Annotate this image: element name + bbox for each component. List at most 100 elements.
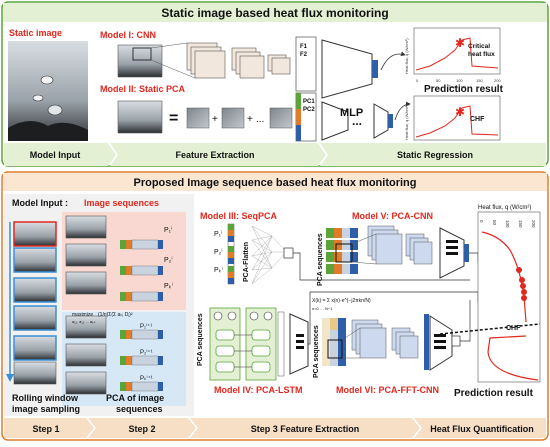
step-2: Step 2 [128, 424, 155, 434]
pca-sequences-label-iv: PCA sequences [197, 313, 204, 366]
pca-bars-i1 [120, 329, 163, 392]
fft-cnn-mlp [424, 314, 461, 371]
rolling-label-2: image sampling [12, 404, 80, 414]
static-image-label: Static image [9, 28, 62, 38]
pca-of-label-2: sequences [116, 404, 163, 414]
mlp-network: ... [321, 39, 393, 141]
top-chart2-ylabel: Heat flux, q (W/cm²) [404, 104, 409, 140]
f2-label: F2 [300, 52, 308, 58]
top-step-model-input: Model Input [30, 150, 81, 160]
top-chart-xtick-2: 100 [456, 78, 463, 83]
p1i-label: P₁ⁱ [164, 226, 172, 234]
top-chart-xtick-0: 0 [416, 78, 419, 83]
heat-flux-axis-label: Heat flux, q (W/cm²) [478, 205, 531, 211]
model6-label: Model VI: PCA-FFT-CNN [336, 385, 439, 395]
mlp-label: MLP [340, 107, 363, 119]
pki-label: Pₖⁱ [164, 282, 173, 290]
rolling-arrow [6, 222, 14, 382]
bottom-step-band: Step 1 Step 2 Step 3 Feature Extraction … [4, 418, 546, 438]
sequence-panel: Proposed Image sequence based heat flux … [1, 171, 549, 441]
pca-cnn-maps [351, 225, 433, 265]
pc2-label: PC2 [303, 107, 315, 113]
top-result-chart-1: ✱ Critical heat flux 0 50 100 150 200 Ti… [404, 27, 501, 89]
hf-tick-0: 0 [479, 220, 484, 223]
top-step-static-regression: Static Regression [397, 150, 473, 160]
bottom-result-chart: Heat flux, q (W/cm²) 0 50 100 150 200 CH… [439, 205, 541, 383]
fft-eq-1: X(k) = Σ x(n)·e^(−j2πkn/N) [312, 298, 371, 304]
bottom-prediction-label: Prediction result [454, 388, 534, 399]
top-chf-label: CHF [470, 116, 485, 123]
pca-of-label-1: PCA of image [106, 393, 164, 403]
pca-bars-i [120, 239, 163, 302]
pca-flatten-label: PCA-Flatten [243, 242, 250, 282]
hf-tick-4: 200 [531, 220, 536, 228]
model3-label: Model III: SeqPCA [200, 211, 278, 221]
pca-sequences-label-v: PCA sequences [317, 233, 324, 286]
model-input-label: Model Input : [12, 198, 68, 208]
model1-label: Model I: CNN [100, 30, 156, 40]
f-vector [295, 36, 317, 92]
cnn-input-image [117, 44, 163, 78]
top-chart-xtick-3: 150 [476, 78, 483, 83]
p2i1-label: P₂ⁱ⁺¹ [140, 348, 153, 356]
pca-cnn-grid [326, 228, 358, 274]
static-image [8, 41, 88, 141]
seqpca-stack [227, 223, 235, 285]
image-sequences-label: Image sequences [84, 198, 159, 208]
pki1-label: Pₖⁱ⁺¹ [140, 374, 153, 382]
mlp-dots: ... [352, 114, 362, 128]
step-1: Step 1 [32, 424, 59, 434]
critical-heat-flux-line1: Critical [468, 43, 490, 50]
p3-label-3: Pₖⁱ [214, 266, 223, 274]
bottom-chf-label: CHF [506, 325, 521, 332]
image-frames [13, 215, 107, 395]
sequence-panel-title: Proposed Image sequence based heat flux … [133, 177, 416, 189]
pc-vector [295, 92, 317, 142]
pca-decomposition: = + + ... [117, 100, 293, 134]
p3-label-2: P₂ⁱ [214, 248, 223, 256]
model5-label: Model V: PCA-CNN [352, 211, 433, 221]
p1i1-label: P₁ⁱ⁺¹ [140, 322, 152, 330]
fft-grid [322, 318, 346, 366]
maximize-eq: (1/n)Σ(Σ aₖⱼ Dⱼ)² [98, 312, 133, 318]
model4-label: Model IV: PCA-LSTM [214, 385, 303, 395]
static-panel: Static image based heat flux monitoring … [1, 1, 549, 167]
p2i-label: P₂ⁱ [164, 256, 173, 264]
step-4: Heat Flux Quantification [430, 424, 534, 434]
chf-star-2: ✱ [455, 105, 465, 119]
top-chart-xtick-4: 200 [494, 78, 501, 83]
pc1-label: PC1 [303, 99, 315, 105]
top-chart-ylabel: Heat flux, q (W/cm²) [404, 38, 409, 74]
maximize-sub: a₁₁, a₁₂ ... aₖₙ [72, 319, 96, 324]
cnn-feature-maps [150, 42, 291, 79]
fft-cnn-maps [341, 319, 419, 359]
pca-sequences-label-vi: PCA sequences [313, 325, 320, 378]
top-arrows [380, 51, 411, 121]
hf-tick-3: 150 [518, 220, 523, 228]
top-prediction-label: Prediction result [424, 84, 504, 95]
hf-tick-1: 50 [492, 220, 497, 226]
ellipsis-top: ... [256, 114, 264, 125]
critical-heat-flux-line2: heat flux [468, 51, 495, 58]
top-step-band: Model Input Feature Extraction Static Re… [4, 143, 546, 166]
f1-label: F1 [300, 44, 308, 50]
p3-label-1: P₁ⁱ [214, 230, 222, 238]
chf-star-1: ✱ [455, 36, 465, 50]
model2-label: Model II: Static PCA [100, 84, 186, 94]
fft-eq-2: n=0 … N−1 [312, 306, 333, 311]
top-step-feature-extraction: Feature Extraction [175, 150, 254, 160]
top-chart-xlabel: Time, t (s) [448, 84, 467, 89]
hf-tick-2: 100 [505, 220, 510, 228]
plus-sign-1: + [212, 114, 218, 125]
pca-lstm: PCA sequences [197, 307, 309, 381]
static-panel-title: Static image based heat flux monitoring [161, 6, 388, 20]
maximize-label: maximize [72, 312, 93, 318]
equals-sign: = [169, 110, 178, 127]
top-result-chart-2: ✱ CHF 0 50 100 150 Time, t (s) Heat flux… [404, 95, 501, 154]
top-chart-xtick-1: 50 [436, 78, 441, 83]
plus-sign-2: + [247, 114, 253, 125]
rolling-label-1: Rolling window [12, 393, 79, 403]
pca-cnn-mlp [439, 227, 469, 279]
step-3: Step 3 Feature Extraction [251, 424, 360, 434]
